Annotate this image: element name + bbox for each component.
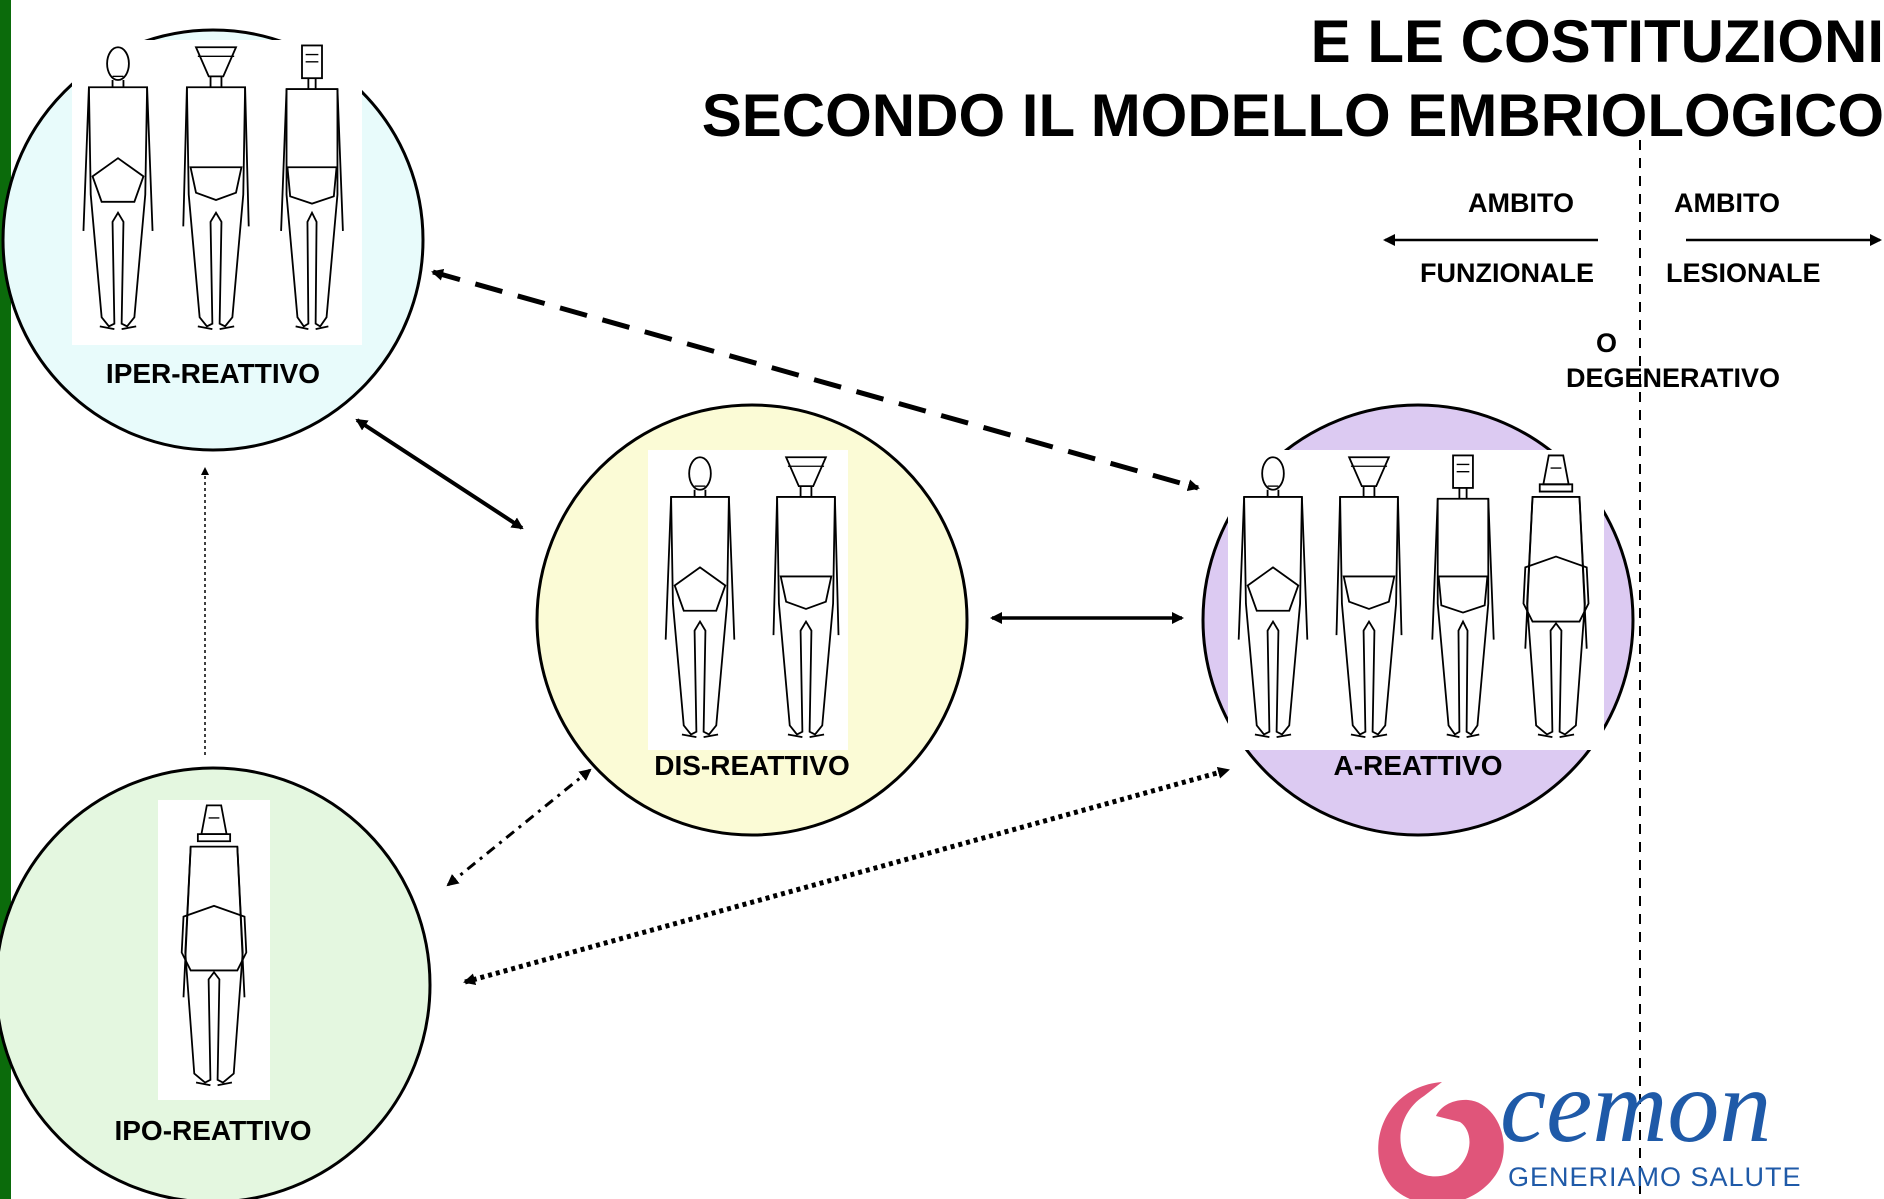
- degenerative-label: DEGENERATIVO: [1566, 363, 1781, 393]
- figure-panel-ipo: [158, 800, 270, 1100]
- figure-panel-a: [1228, 450, 1604, 750]
- node-label-ipo: IPO-REATTIVO: [114, 1115, 312, 1146]
- arrow-iper-a: [431, 268, 1200, 492]
- arrow-iper-dis: [355, 418, 524, 530]
- logo-mark: [1378, 1082, 1504, 1199]
- lesional-label: LESIONALE: [1666, 258, 1821, 288]
- page-title-line-1: E LE COSTITUZIONI: [1310, 8, 1884, 75]
- figure-panel-dis: [648, 450, 848, 750]
- ambito-right-label: AMBITO: [1674, 188, 1780, 218]
- connector-label: O: [1596, 328, 1618, 358]
- ambito-left-label: AMBITO: [1468, 188, 1574, 218]
- node-label-dis: DIS-REATTIVO: [654, 750, 850, 781]
- arrow-ipo-a: [463, 766, 1230, 986]
- arrow-ipo-dis: [446, 768, 592, 887]
- node-label-a: A-REATTIVO: [1333, 750, 1503, 781]
- logo-tagline: GENERIAMO SALUTE: [1508, 1162, 1802, 1192]
- figure-panel-iper: [72, 40, 362, 345]
- node-label-iper: IPER-REATTIVO: [105, 358, 321, 389]
- side-bar: [0, 0, 11, 1199]
- page-title-line-2: SECONDO IL MODELLO EMBRIOLOGICO: [701, 82, 1884, 149]
- functional-label: FUNZIONALE: [1420, 258, 1594, 288]
- logo-wordmark: cemon: [1500, 1049, 1772, 1164]
